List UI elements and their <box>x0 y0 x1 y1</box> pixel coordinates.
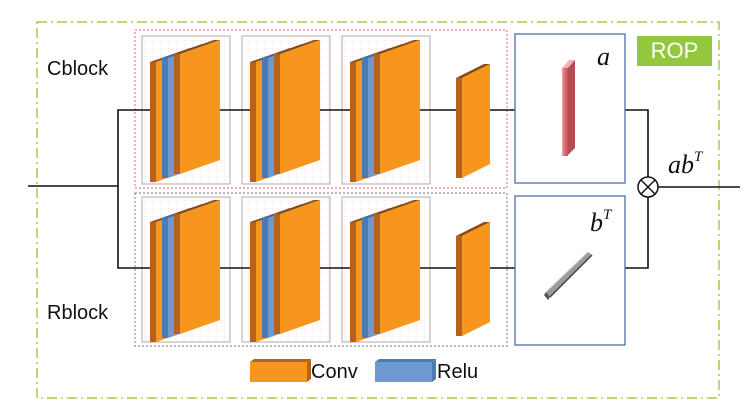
conv-layer <box>456 64 490 178</box>
legend <box>250 359 436 382</box>
legend-conv-swatch <box>250 362 307 382</box>
ab-symbol: ab <box>668 150 694 179</box>
connection-lines <box>28 109 740 269</box>
cblock-label: Cblock <box>47 58 109 80</box>
legend-conv-label: Conv <box>311 361 358 383</box>
abt-label: abT <box>668 149 703 180</box>
conv-layer <box>174 40 220 174</box>
rop-outer-frame <box>36 21 720 399</box>
b-transpose: T <box>603 207 612 224</box>
conv-layer <box>174 200 220 334</box>
b-symbol: b <box>590 208 603 237</box>
ab-transpose: T <box>694 149 703 166</box>
rblock-label: Rblock <box>47 302 109 324</box>
conv-relu-stacks <box>150 40 490 342</box>
conv-layer <box>374 200 420 334</box>
a-vector-bar <box>562 60 575 156</box>
rblock-region <box>134 192 508 347</box>
outer-product-operator <box>637 176 659 198</box>
a-symbol: a <box>597 42 610 71</box>
a-label: a <box>597 42 610 72</box>
conv-layer <box>456 222 490 336</box>
legend-relu-label: Relu <box>437 361 479 383</box>
cblock-region <box>134 29 508 189</box>
conv-layer <box>274 40 320 174</box>
bt-vector-bar <box>544 251 593 300</box>
bt-label: bT <box>590 207 612 238</box>
rop-badge: ROP <box>637 36 712 66</box>
conv-layer <box>274 200 320 334</box>
conv-layer <box>374 40 420 174</box>
legend-relu-swatch <box>375 362 432 382</box>
